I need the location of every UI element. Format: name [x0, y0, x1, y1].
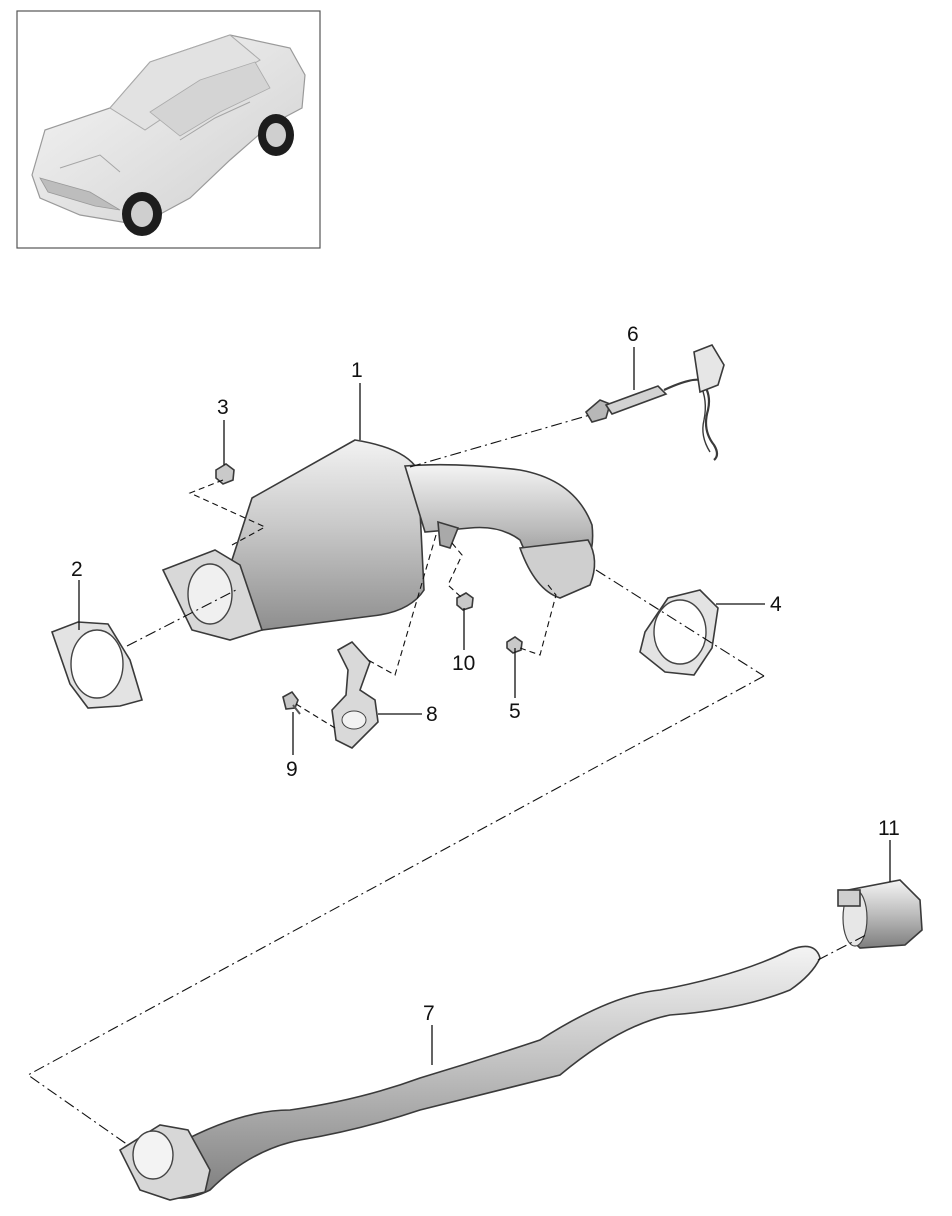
callout-1: 1	[351, 359, 363, 382]
car-illustration	[31, 34, 306, 236]
callout-11: 11	[878, 817, 900, 840]
exhaust-pipe-7	[118, 945, 821, 1201]
callout-9: 9	[286, 758, 298, 781]
callout-8: 8	[426, 703, 438, 726]
callout-2: 2	[71, 558, 83, 581]
oxygen-sensor	[584, 344, 725, 461]
clamp-11	[837, 879, 923, 949]
assembly-lines	[26, 414, 867, 1146]
gasket-2	[50, 621, 144, 709]
gasket-4	[639, 589, 719, 676]
callout-5: 5	[509, 700, 521, 723]
callout-3: 3	[217, 396, 229, 419]
leader-lines	[78, 347, 891, 1065]
callout-6: 6	[627, 323, 639, 346]
nut-10	[456, 592, 474, 611]
catalytic-converter	[161, 439, 596, 641]
nut-3	[215, 463, 235, 485]
callout-10: 10	[452, 652, 475, 675]
nut-5	[506, 636, 523, 654]
callout-labels: 1 2 3 4 5 6 7 8 9 10 11	[71, 323, 900, 1025]
vehicle-thumbnail	[16, 10, 321, 249]
callout-7: 7	[423, 1002, 435, 1025]
bolt-9	[282, 690, 301, 715]
callout-4: 4	[770, 593, 782, 616]
bracket-8	[331, 640, 379, 749]
